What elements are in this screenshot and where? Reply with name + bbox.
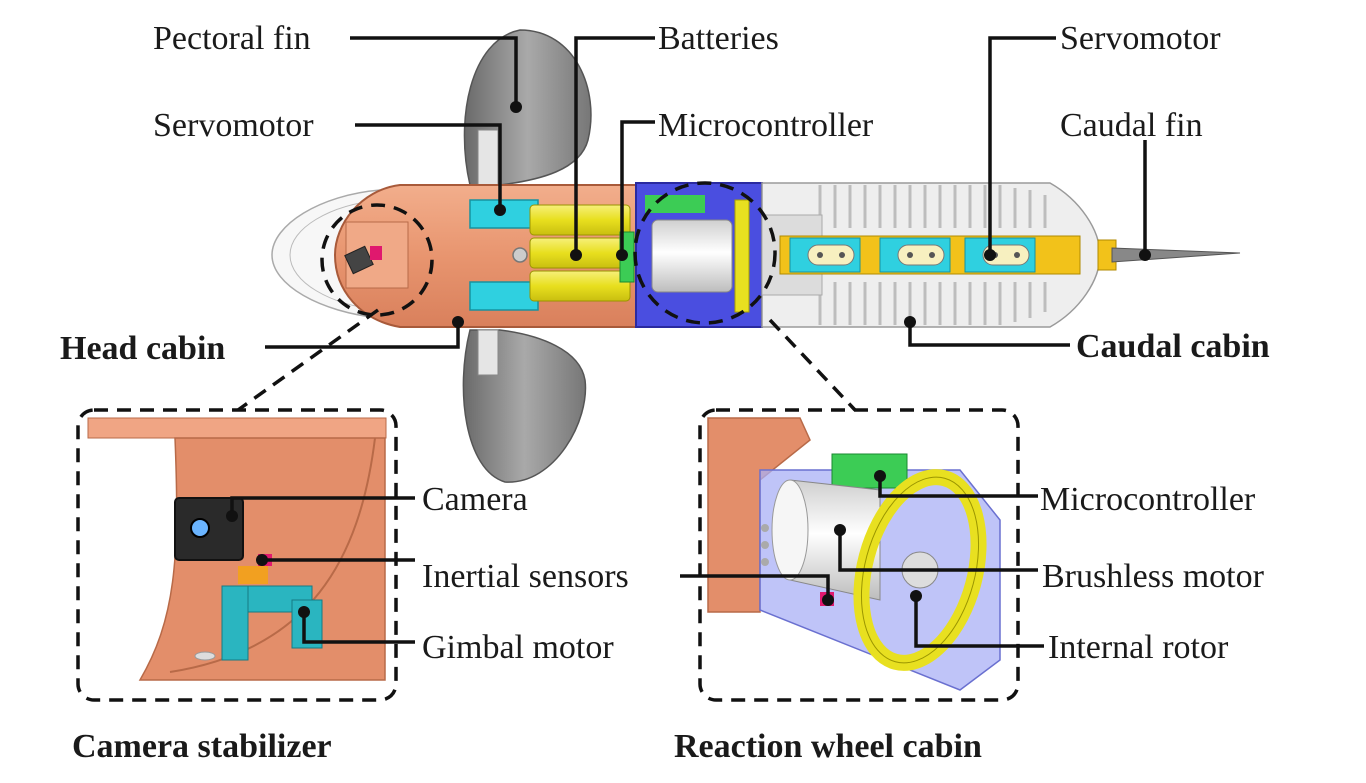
- label-caudal-cabin: Caudal cabin: [1076, 328, 1270, 365]
- leader-lines: [226, 36, 1151, 648]
- head-zoom-circle: [320, 203, 434, 317]
- fish-body: [271, 29, 1241, 483]
- label-reaction-wheel-cabin: Reaction wheel cabin: [674, 728, 982, 765]
- batteries: [529, 204, 631, 302]
- inset-microcontroller-board: [831, 453, 908, 489]
- label-camera-stabilizer: Camera stabilizer: [72, 728, 332, 765]
- caudal-cabin-body: [761, 182, 1101, 328]
- label-internal-rotor: Internal rotor: [1048, 629, 1229, 666]
- label-servomotor-tail: Servomotor: [1060, 20, 1221, 57]
- reaction-wheel-inset-frame: [698, 408, 1020, 702]
- label-pectoral-fin: Pectoral fin: [153, 20, 311, 57]
- camera-small: [344, 245, 374, 275]
- label-microcontroller-inset: Microcontroller: [1040, 481, 1256, 518]
- labels: Pectoral fin Servomotor Batteries Microc…: [60, 20, 1270, 765]
- reaction-zoom-circle: [633, 181, 777, 325]
- camera-stabilizer-inset-frame: [76, 408, 398, 702]
- label-brushless-motor: Brushless motor: [1042, 558, 1265, 595]
- caudal-fin-shape: [1111, 247, 1241, 263]
- label-servomotor-front: Servomotor: [153, 107, 314, 144]
- servo-front-bottom: [469, 281, 539, 311]
- label-caudal-fin: Caudal fin: [1060, 107, 1203, 144]
- label-head-cabin: Head cabin: [60, 330, 225, 367]
- label-camera: Camera: [422, 481, 528, 518]
- sensor-small: [370, 246, 382, 260]
- label-inertial-sensors: Inertial sensors: [422, 558, 629, 595]
- camera-lens-icon: [190, 518, 210, 538]
- label-batteries: Batteries: [658, 20, 779, 57]
- label-microcontroller-top: Microcontroller: [658, 107, 874, 144]
- reaction-wheel-inset: [707, 417, 1001, 691]
- label-gimbal-motor: Gimbal motor: [422, 629, 614, 666]
